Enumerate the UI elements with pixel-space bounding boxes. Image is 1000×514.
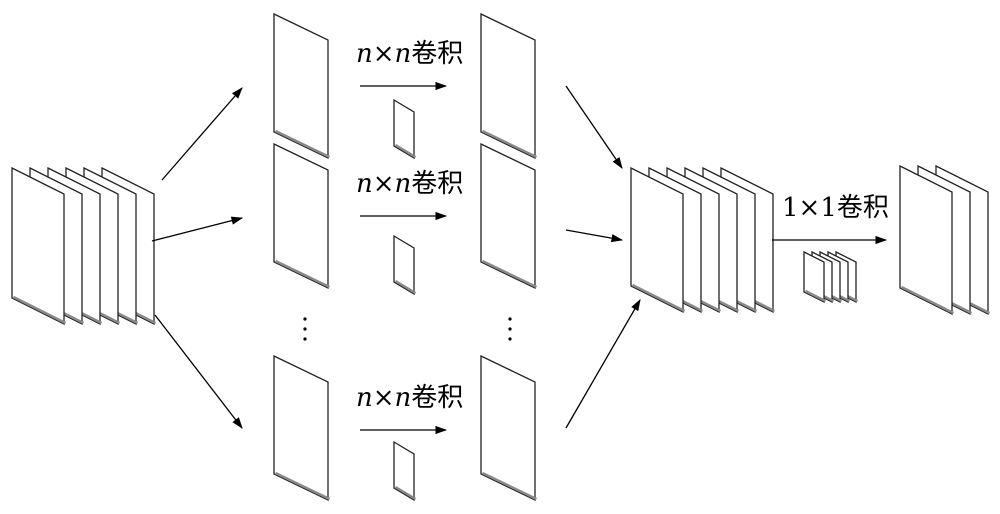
pointwise-kernel-stack xyxy=(803,250,859,304)
input-feature-map-stack xyxy=(11,166,157,326)
pointwise-kernel-sheet xyxy=(803,250,827,304)
depthwise-kernel-sheet xyxy=(393,440,417,502)
conv-output-map-sheet xyxy=(480,354,538,502)
depthwise-kernel-sheet xyxy=(393,98,417,160)
input-feature-map-sheet xyxy=(11,166,67,326)
arrow-input-to-bottom xyxy=(154,314,243,429)
conv-label-bottom: n×n卷积 xyxy=(356,383,463,413)
concatenated-map-sheet xyxy=(630,166,686,314)
pointwise-conv-label: 1×1卷积 xyxy=(782,193,889,223)
ellipsis-right xyxy=(508,317,512,341)
arrow-mid-to-merge xyxy=(565,229,624,243)
channel-map-sheet xyxy=(273,354,331,502)
output-feature-map-sheet xyxy=(899,164,955,316)
channel-maps-before-conv xyxy=(273,12,331,502)
concatenated-feature-map-stack xyxy=(630,166,776,314)
arrow-top-to-merge xyxy=(565,85,623,169)
arrow-input-to-top xyxy=(161,87,243,181)
channel-map-sheet xyxy=(273,12,331,160)
conv-output-map-sheet xyxy=(480,12,538,160)
depthwise-kernel-sheet xyxy=(393,234,417,296)
conv-label-top: n×n卷积 xyxy=(356,39,463,69)
arrow-input-to-mid xyxy=(151,216,244,242)
channel-maps-after-conv xyxy=(480,12,538,502)
channel-map-sheet xyxy=(273,142,331,290)
ellipsis-left xyxy=(303,317,307,341)
arrow-bottom-to-merge xyxy=(565,298,641,429)
conv-output-map-sheet xyxy=(480,142,538,290)
output-feature-map-stack xyxy=(899,164,991,316)
conv-label-mid: n×n卷积 xyxy=(356,169,463,199)
depthwise-kernels xyxy=(393,98,417,502)
